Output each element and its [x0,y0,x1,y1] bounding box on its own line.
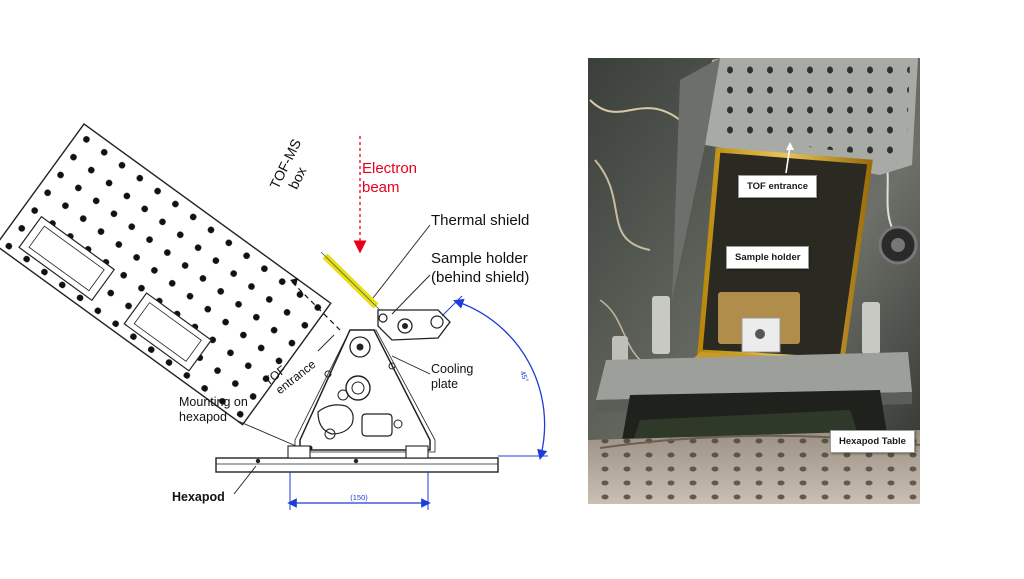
hexapod-label: Hexapod [172,490,225,504]
dimension-150-label: (150) [350,493,368,502]
cooling-plate-leader [391,355,431,375]
angle-45-label: 45° [518,370,530,384]
cooling-plate-support [294,329,436,453]
photo-label-sample-holder: Sample holder [726,246,810,269]
sample-holder-leader [391,274,431,315]
photo-label-tof-entrance: TOF entrance [738,175,818,198]
photo-label-hexapod-table: Hexapod Table [830,430,915,453]
tof-ms-box [0,123,332,426]
sample-holder-label: Sample holder(behind shield) [431,250,529,286]
thermal-shield-leader [372,224,431,299]
hexapod-leader [233,465,257,495]
tof-entrance-leader [317,334,335,352]
mounting-leader [237,420,297,447]
hexapod-plate [215,445,499,473]
photo-tof-entrance-arrow [785,145,791,174]
tof-ms-box-label: TOF-MSbox [266,136,319,198]
dimension-150 [287,472,431,510]
tof-entrance-axis [291,281,341,331]
sample-holder-mechanism [377,309,451,341]
photograph [588,58,920,504]
thermal-shield-label: Thermal shield [431,212,529,229]
angle-45-dimension [441,295,548,461]
